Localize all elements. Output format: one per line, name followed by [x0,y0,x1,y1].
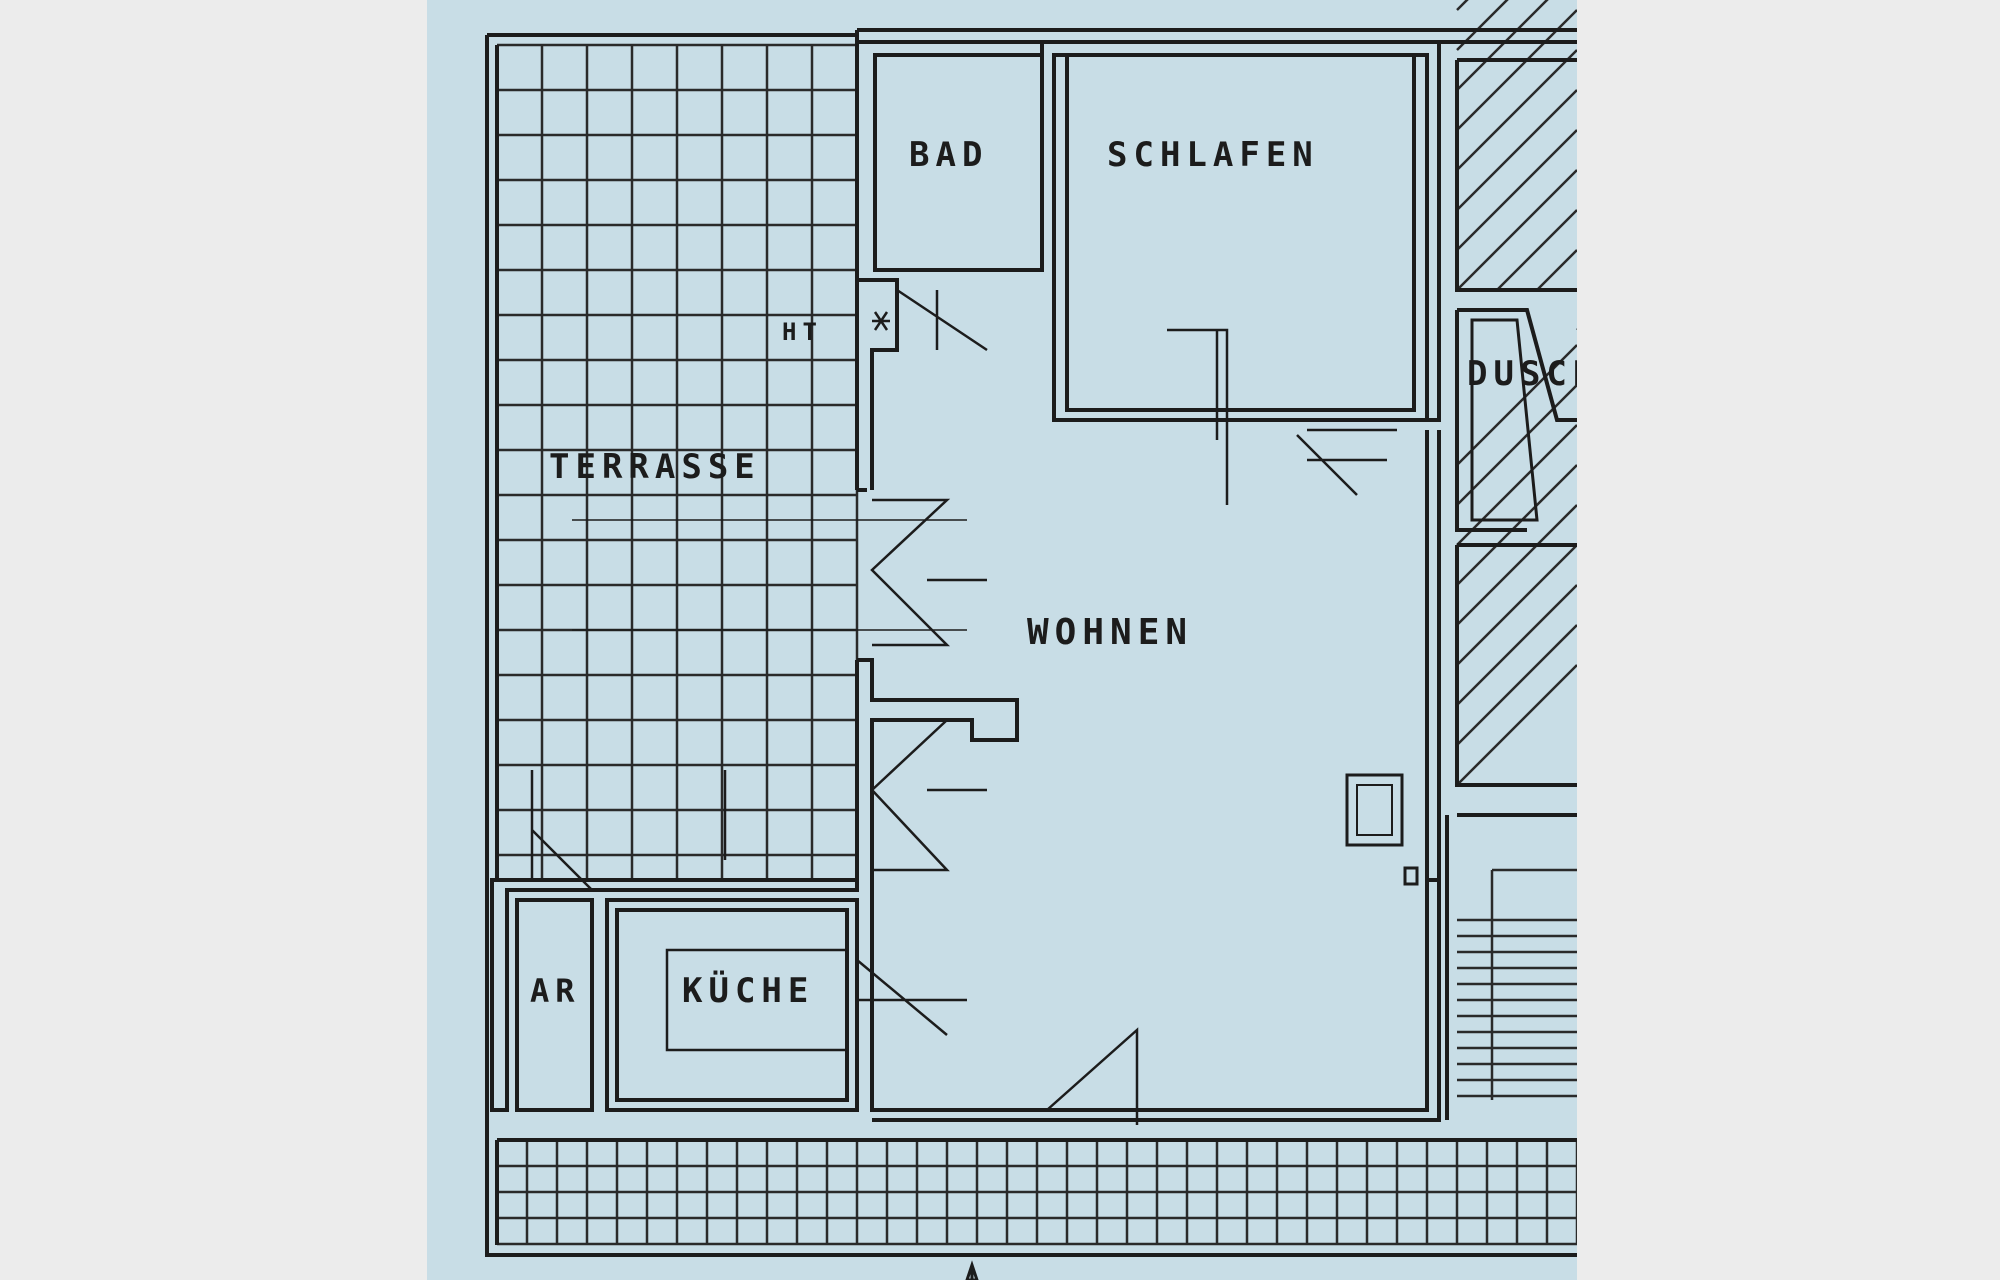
floor-plan-sheet: BAD SCHLAFEN HT DUSCH TERRASSE WOHNEN AR… [427,0,1577,1280]
staircase [1457,868,1577,1100]
heating-symbol [872,311,890,331]
floor-plan: BAD SCHLAFEN HT DUSCH TERRASSE WOHNEN AR… [485,0,1577,1280]
room-label-schlafen: SCHLAFEN [1107,135,1319,175]
room-label-ht: HT [782,318,823,346]
room-label-kueche: KÜCHE [682,970,814,1011]
room-label-terrasse: TERRASSE [549,447,761,487]
entrance-arrow [965,1260,979,1280]
room-label-dusche: DUSCH [1467,354,1577,394]
room-label-bad: BAD [909,135,988,175]
balcony-tiles [495,1138,1577,1246]
door-swings [530,288,1429,1125]
room-label-ar: AR [530,972,581,1010]
room-label-wohnen: WOHNEN [1027,612,1193,653]
walls [485,28,1577,1257]
